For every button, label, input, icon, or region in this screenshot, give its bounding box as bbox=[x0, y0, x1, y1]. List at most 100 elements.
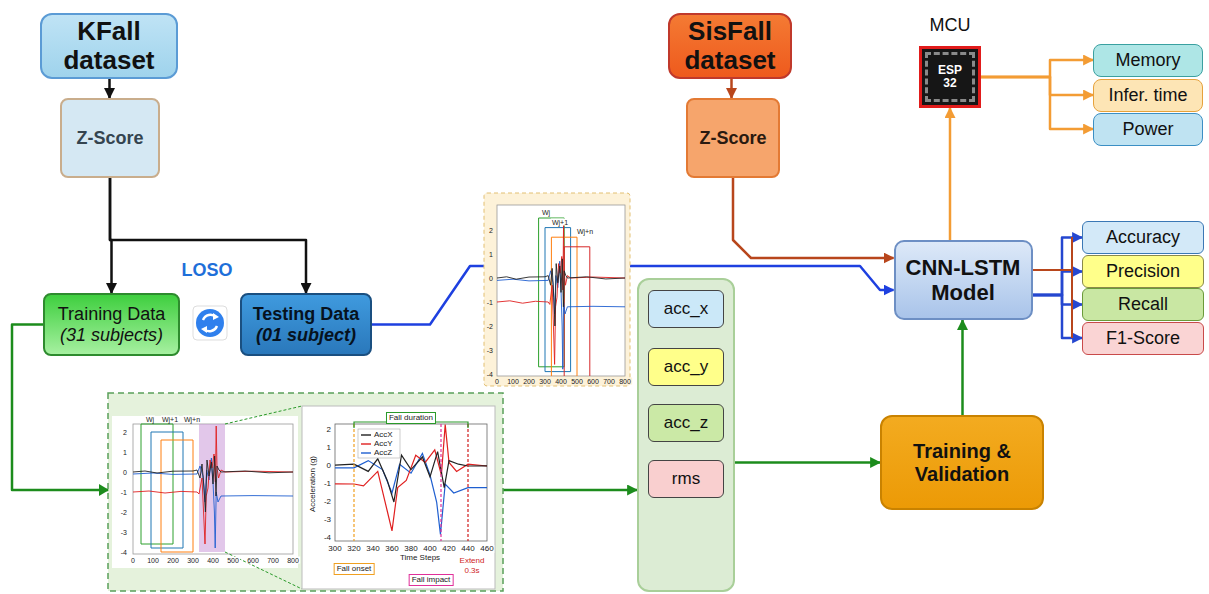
axis-tick: 400 bbox=[206, 557, 220, 564]
axis-tick: -1 bbox=[120, 489, 128, 496]
axis-tick: 0 bbox=[130, 557, 136, 564]
axis-tick: 0 bbox=[488, 275, 494, 282]
flow-arrow bbox=[108, 79, 111, 98]
axis-tick: -4 bbox=[120, 549, 128, 556]
signal-trace bbox=[133, 426, 293, 544]
axis-tick: 600 bbox=[586, 378, 600, 385]
box-label: Precision bbox=[1106, 261, 1180, 282]
axis-tick: 0 bbox=[326, 462, 332, 470]
axis-tick: 200 bbox=[522, 378, 536, 385]
axis-tick: 300 bbox=[538, 378, 552, 385]
legend-box bbox=[358, 429, 400, 458]
legend-sample bbox=[361, 452, 371, 453]
annotation-label: Fall impact bbox=[409, 574, 454, 586]
legend-entry: AccY bbox=[374, 440, 393, 448]
flow-arrow bbox=[981, 77, 1093, 129]
box-label: Recall bbox=[1118, 294, 1168, 315]
plot-frame bbox=[497, 205, 625, 376]
axis-tick: -4 bbox=[323, 534, 332, 542]
process-box: Training & Validation bbox=[880, 415, 1044, 510]
zoom-line bbox=[225, 406, 302, 424]
metric-box: F1-Score bbox=[1082, 322, 1204, 355]
plot-panel bbox=[484, 193, 630, 386]
feature-box: rms bbox=[648, 460, 724, 498]
signal-trace bbox=[497, 259, 625, 326]
axis-tick: 360 bbox=[384, 545, 399, 553]
box-label: Infer. time bbox=[1108, 85, 1187, 106]
metric-box: Precision bbox=[1082, 255, 1204, 288]
mcu-chip: MCUESP 32 bbox=[919, 46, 981, 108]
axis-tick: 2 bbox=[122, 429, 128, 436]
metric-box: Accuracy bbox=[1082, 221, 1204, 254]
flow-arrow bbox=[961, 320, 964, 415]
axis-tick: 100 bbox=[506, 378, 520, 385]
flow-arrow bbox=[949, 108, 952, 240]
axis-tick: 440 bbox=[460, 545, 475, 553]
plot-ground bbox=[112, 416, 298, 568]
window-label: Wj+n bbox=[576, 228, 594, 235]
sync-arrow bbox=[201, 326, 207, 333]
axis-tick: 600 bbox=[246, 557, 260, 564]
process-box: Z-Score bbox=[60, 98, 160, 178]
axis-tick: 200 bbox=[166, 557, 180, 564]
axis-tick: 700 bbox=[602, 378, 616, 385]
axis-tick: 0 bbox=[122, 469, 128, 476]
axis-tick: 460 bbox=[479, 545, 494, 553]
process-box: Z-Score bbox=[686, 98, 780, 178]
sync-icon bbox=[196, 309, 224, 337]
window-label: Wj bbox=[145, 416, 155, 423]
flow-arrow bbox=[1033, 272, 1083, 296]
illustration-part bbox=[497, 218, 625, 376]
window-frame bbox=[564, 247, 590, 376]
box-label: F1-Score bbox=[1106, 328, 1180, 349]
axis-tick: 340 bbox=[365, 545, 380, 553]
axis-tick: 400 bbox=[554, 378, 568, 385]
axis-tick: -4 bbox=[486, 371, 494, 378]
model-box: CNN-LSTM Model bbox=[894, 240, 1033, 320]
window-frame bbox=[545, 228, 571, 372]
axis-tick: -2 bbox=[323, 498, 332, 506]
window-label: Wj bbox=[541, 209, 551, 216]
box-label: KFall dataset bbox=[42, 17, 176, 74]
axis-tick: 1 bbox=[326, 444, 332, 452]
plot-frame bbox=[133, 424, 293, 554]
signal-trace bbox=[335, 452, 487, 502]
flow-arrow bbox=[1033, 295, 1083, 305]
axis-tick: -3 bbox=[323, 516, 332, 524]
legend-text: AccY bbox=[374, 439, 393, 448]
arrow-head bbox=[99, 484, 109, 496]
box-label: Z-Score bbox=[76, 128, 143, 149]
box-sublabel: (31 subjects) bbox=[60, 325, 163, 346]
metric-box: Infer. time bbox=[1093, 79, 1203, 112]
axis-tick: 420 bbox=[441, 545, 456, 553]
annotation-label: Extend bbox=[459, 557, 486, 565]
metric-box: Memory bbox=[1093, 44, 1203, 77]
box-label: Memory bbox=[1115, 50, 1180, 71]
axis-tick: 400 bbox=[422, 545, 437, 553]
annotation-label: 0.3s bbox=[463, 567, 480, 575]
axis-tick: 300 bbox=[327, 545, 342, 553]
illustration-part bbox=[335, 425, 487, 535]
onset-marker bbox=[353, 424, 354, 541]
box-label: acc_x bbox=[664, 299, 708, 319]
data-box: Testing Data(01 subject) bbox=[240, 293, 372, 356]
window-label: Wj+n bbox=[183, 416, 201, 423]
axis-tick: 500 bbox=[226, 557, 240, 564]
duration-label: Fall duration bbox=[386, 412, 436, 424]
signal-trace bbox=[497, 223, 625, 365]
box-label: Accuracy bbox=[1106, 227, 1180, 248]
signal-trace bbox=[335, 425, 487, 531]
legend-entry: AccX bbox=[374, 431, 393, 439]
box-label: Power bbox=[1122, 119, 1173, 140]
box-label: Training & Validation bbox=[882, 440, 1042, 486]
zoom-line bbox=[225, 552, 302, 589]
window-frame bbox=[141, 424, 173, 544]
axis-tick: -1 bbox=[323, 480, 332, 488]
axis-tick: 1 bbox=[488, 251, 494, 258]
legend-entry: AccZ bbox=[374, 449, 392, 457]
box-label: rms bbox=[672, 469, 700, 489]
feature-box: acc_x bbox=[648, 290, 724, 328]
signal-plot bbox=[335, 425, 487, 535]
